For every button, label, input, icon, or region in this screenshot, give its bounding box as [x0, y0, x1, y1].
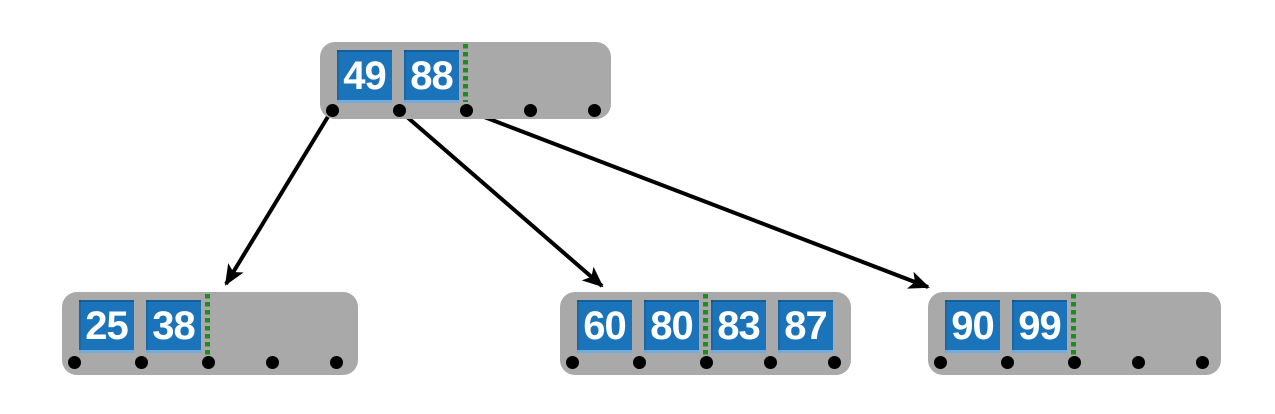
fill-divider-dotted-line [205, 294, 210, 356]
pointer-dot [828, 356, 841, 369]
pointer-dot [633, 356, 646, 369]
pointer-dot [524, 104, 537, 117]
child-pointer-arrow [465, 108, 930, 289]
pointer-dot [1132, 356, 1145, 369]
pointer-dot [330, 356, 343, 369]
key-99: 99 [1012, 300, 1067, 353]
pointer-dot [1196, 356, 1209, 369]
pointer-dot [202, 356, 215, 369]
key-38: 38 [146, 300, 201, 353]
key-88: 88 [404, 50, 459, 103]
pointer-dot [700, 356, 713, 369]
pointer-dot [460, 104, 473, 117]
pointer-dot [326, 104, 339, 117]
pointer-dot [393, 104, 406, 117]
pointer-dot [266, 356, 279, 369]
key-83: 83 [711, 300, 766, 353]
fill-divider-dotted-line [1071, 294, 1076, 356]
pointer-dot [764, 356, 777, 369]
key-87: 87 [778, 300, 833, 353]
pointer-dot [68, 356, 81, 369]
key-25: 25 [79, 300, 134, 353]
child-pointer-arrow [397, 108, 604, 288]
fill-divider-dotted-line [703, 294, 708, 356]
key-90: 90 [945, 300, 1000, 353]
pointer-dot [934, 356, 947, 369]
fill-divider-dotted-line [463, 44, 468, 102]
pointer-dot [1001, 356, 1014, 369]
pointer-dot [135, 356, 148, 369]
pointer-dot [588, 104, 601, 117]
key-60: 60 [577, 300, 632, 353]
pointer-dot [1068, 356, 1081, 369]
key-49: 49 [337, 50, 392, 103]
key-80: 80 [644, 300, 699, 353]
pointer-dot [566, 356, 579, 369]
child-pointer-arrow [224, 108, 334, 286]
